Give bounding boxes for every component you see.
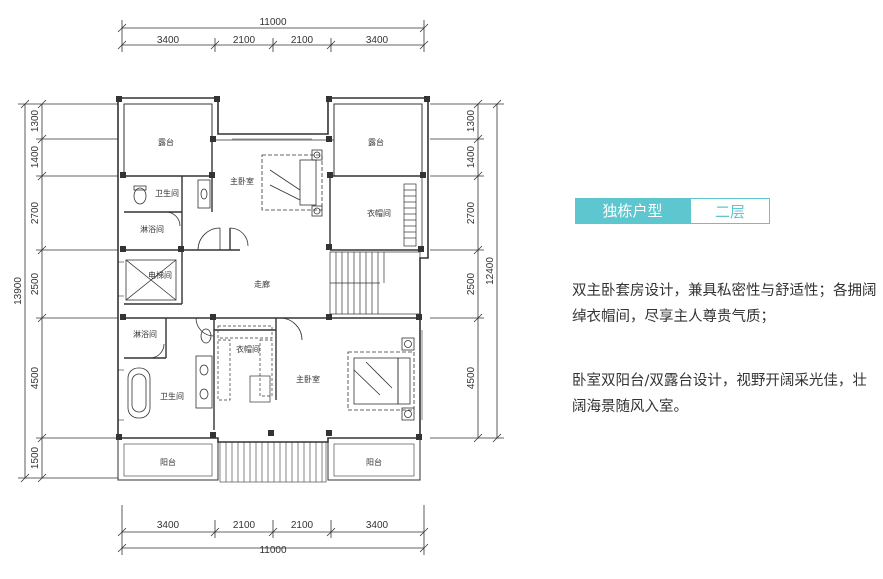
right-dimension-5: 4500: [466, 366, 477, 389]
description-paragraph-2: 卧室双阳台/双露台设计，视野开阔采光佳，壮阔海景随风入室。: [572, 373, 867, 415]
vanity-top: [197, 179, 211, 209]
balconies: [117, 437, 421, 481]
staircase: [329, 251, 421, 315]
vanity-bottom: [195, 328, 213, 409]
shower-bottom-label: 淋浴间: [133, 329, 157, 339]
terrace-left-label: 露台: [158, 137, 174, 147]
right-dimension-4: 2500: [466, 272, 477, 295]
top-dimension-4: 3400: [366, 35, 389, 46]
windows: [118, 133, 423, 421]
master-bedroom-top-label: 主卧室: [230, 176, 254, 186]
corridor-label: 走廊: [254, 279, 270, 289]
right-dimension-2: 1400: [466, 145, 477, 168]
right-dimension-3: 2700: [466, 201, 477, 224]
bottom-dimension-2: 2100: [233, 520, 256, 531]
closet-bottom-label: 衣帽间: [236, 344, 260, 354]
shower-top-label: 淋浴间: [140, 224, 164, 234]
left-dimension-5: 4500: [30, 366, 41, 389]
canopy-slats: [219, 441, 327, 483]
bottom-dimension-chain: [117, 505, 429, 555]
bottom-total-dimension: 11000: [259, 545, 287, 556]
bottom-dimension-4: 3400: [366, 520, 389, 531]
left-total-dimension: 13900: [13, 277, 24, 305]
right-total-dimension: 12400: [485, 257, 496, 285]
elevator-shaft: [125, 259, 177, 301]
bathtub: [127, 367, 151, 419]
top-dimension-chain: [117, 20, 429, 52]
floor-level-badge: 二层: [690, 198, 770, 224]
bathroom-top-label: 卫生间: [155, 188, 179, 198]
top-dimension-3: 2100: [291, 35, 314, 46]
left-dimension-chain: [18, 99, 118, 483]
left-dimension-2: 1400: [30, 145, 41, 168]
right-dimension-1: 1300: [466, 109, 477, 132]
closet-top-label: 衣帽间: [367, 208, 391, 218]
exterior-walls: [117, 97, 429, 443]
left-dimension-3: 2700: [30, 201, 41, 224]
terrace-right-label: 露台: [368, 137, 384, 147]
bathroom-bottom-label: 卫生间: [160, 391, 184, 401]
closet-bottom-rack: [217, 325, 273, 403]
bed-top: [261, 149, 323, 217]
top-dimension-1: 3400: [157, 35, 180, 46]
top-total-dimension: 11000: [259, 17, 287, 28]
description-paragraph-1: 双主卧套房设计，兼具私密性与舒适性；各拥阔绰衣帽间，尽享主人尊贵气质；: [572, 283, 877, 325]
master-bedroom-bottom-label: 主卧室: [296, 374, 320, 384]
bottom-dimension-3: 2100: [291, 520, 314, 531]
left-dimension-1: 1300: [30, 109, 41, 132]
balcony-left-label: 阳台: [160, 457, 176, 467]
closet-top-rack: [403, 183, 417, 247]
bottom-dimension-1: 3400: [157, 520, 180, 531]
balcony-right-label: 阳台: [366, 457, 382, 467]
floor-plan: 11000 3400 2100 2100 3400 3400 2100 2100…: [13, 17, 504, 556]
doors: [149, 211, 303, 359]
interior-walls: [124, 140, 422, 430]
right-dimension-chain: [430, 99, 504, 443]
structural-columns: [116, 96, 430, 440]
left-dimension-4: 2500: [30, 272, 41, 295]
elevator-label: 电梯间: [148, 270, 172, 280]
left-dimension-6: 1500: [30, 446, 41, 469]
toilet-top: [133, 185, 147, 205]
house-type-badge: 独栋户型: [575, 198, 690, 224]
top-dimension-2: 2100: [233, 35, 256, 46]
bed-bottom: [347, 337, 415, 421]
